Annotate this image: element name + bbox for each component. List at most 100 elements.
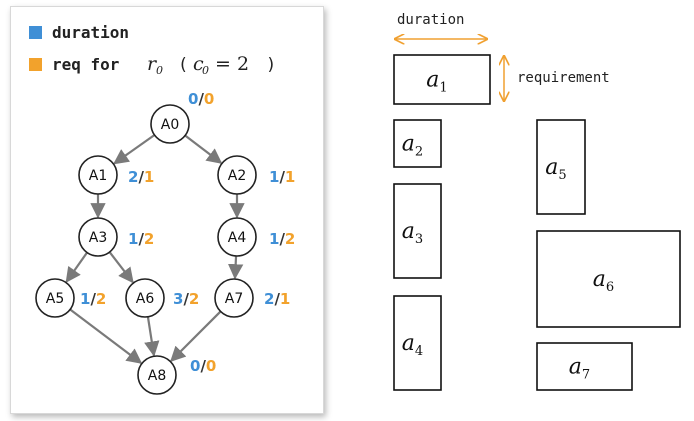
dag-panel <box>10 6 324 414</box>
node-label: A8 <box>148 368 166 384</box>
node-duration-req-label: 0/0 <box>188 90 214 108</box>
node-duration-req-label: 1/2 <box>80 290 106 308</box>
duration-swatch <box>29 26 42 39</box>
requirement-value: 0 <box>206 357 216 375</box>
edge-a0-a1 <box>113 134 156 165</box>
node-circle <box>150 104 190 144</box>
separator: / <box>183 290 189 308</box>
activity-box-label: a7 <box>569 355 590 383</box>
node-label: A0 <box>161 117 179 133</box>
activity-box-rect <box>536 119 586 215</box>
separator: / <box>200 357 206 375</box>
separator: / <box>138 168 144 186</box>
duration-value: 1 <box>80 290 90 308</box>
node-a5: A5 1/2 <box>35 278 106 318</box>
activity-box-label: a3 <box>402 219 423 247</box>
activity-box-rect <box>393 295 442 391</box>
node-a1: A1 2/1 <box>78 155 154 195</box>
legend-close-paren: ) <box>266 55 276 75</box>
activity-box-rect <box>536 342 633 391</box>
requirement-swatch <box>29 58 42 71</box>
requirement-value: 2 <box>189 290 199 308</box>
legend-open-paren: ( <box>178 55 188 75</box>
node-a8: A8 0/0 <box>137 355 216 395</box>
duration-value: 2 <box>128 168 138 186</box>
edge-a3-a5 <box>65 251 88 283</box>
requirement-value: 2 <box>96 290 106 308</box>
requirement-annotation-label: requirement <box>517 70 610 86</box>
separator: / <box>279 230 285 248</box>
duration-value: 3 <box>173 290 183 308</box>
node-circle <box>125 278 165 318</box>
activity-box-rect <box>536 230 681 328</box>
box-annotations: duration requirement <box>395 12 610 101</box>
node-duration-req-label: 1/2 <box>269 230 295 248</box>
activity-box-label: a2 <box>402 132 423 160</box>
activity-box-rect <box>393 119 442 168</box>
duration-annotation-label: duration <box>397 12 464 28</box>
node-label: A6 <box>136 291 155 307</box>
activity-box-a4: a4 <box>393 295 442 391</box>
edge-a0-a2 <box>184 134 223 164</box>
legend-cond-var: c <box>193 53 204 75</box>
activity-box-label: a6 <box>593 267 614 295</box>
dag-edges <box>65 134 245 364</box>
node-circle <box>217 155 257 195</box>
node-label: A4 <box>228 230 247 246</box>
legend-cond-sub: 0 <box>202 64 209 77</box>
activity-box-a2: a2 <box>393 119 442 168</box>
edge-a7-a8 <box>170 310 222 362</box>
activity-box-a1: a1 <box>393 54 491 105</box>
node-circle <box>78 217 118 257</box>
duration-value: 1 <box>128 230 138 248</box>
separator: / <box>274 290 280 308</box>
activity-box-label: a1 <box>426 68 447 96</box>
edge-a5-a8 <box>69 308 143 364</box>
activity-box-a3: a3 <box>393 183 442 279</box>
node-duration-req-label: 1/1 <box>269 168 295 186</box>
requirement-value: 1 <box>144 168 154 186</box>
node-circle <box>214 278 254 318</box>
duration-value: 1 <box>269 168 279 186</box>
node-duration-req-label: 1/2 <box>128 230 154 248</box>
activity-boxes: a1 a2 a3 a4 a5 a6 a7 <box>393 54 681 391</box>
edge-a3-a6 <box>108 251 134 284</box>
node-circle <box>78 155 118 195</box>
requirement-value: 2 <box>285 230 295 248</box>
node-duration-req-label: 0/0 <box>190 357 216 375</box>
activity-box-label: a4 <box>402 331 423 359</box>
duration-value: 0 <box>190 357 200 375</box>
separator: / <box>138 230 144 248</box>
node-a6: A6 3/2 <box>125 278 199 318</box>
activity-box-label: a5 <box>545 155 566 183</box>
node-a4: A4 1/2 <box>217 217 295 257</box>
node-label: A2 <box>228 168 246 184</box>
node-a2: A2 1/1 <box>217 155 295 195</box>
requirement-value: 1 <box>285 168 295 186</box>
node-label: A5 <box>46 291 64 307</box>
edge-a6-a8 <box>144 316 160 357</box>
separator: / <box>90 290 96 308</box>
activity-box-rect <box>393 54 491 105</box>
legend-cond-eq: = 2 <box>215 53 249 75</box>
node-duration-req-label: 2/1 <box>128 168 154 186</box>
legend-duration-label: duration <box>52 23 129 42</box>
legend: duration req for r 0 ( c 0 = 2 ) <box>29 23 276 77</box>
legend-req-var: r <box>147 53 158 75</box>
legend-req-label: req for <box>52 55 119 74</box>
activity-box-a6: a6 <box>536 230 681 328</box>
separator: / <box>279 168 285 186</box>
node-duration-req-label: 2/1 <box>264 290 290 308</box>
node-circle <box>217 217 257 257</box>
duration-value: 0 <box>188 90 198 108</box>
node-label: A1 <box>89 168 107 184</box>
node-duration-req-label: 3/2 <box>173 290 199 308</box>
legend-req-var-sub: 0 <box>156 64 163 77</box>
separator: / <box>198 90 204 108</box>
node-a0: A0 0/0 <box>150 90 214 144</box>
node-circle <box>35 278 75 318</box>
